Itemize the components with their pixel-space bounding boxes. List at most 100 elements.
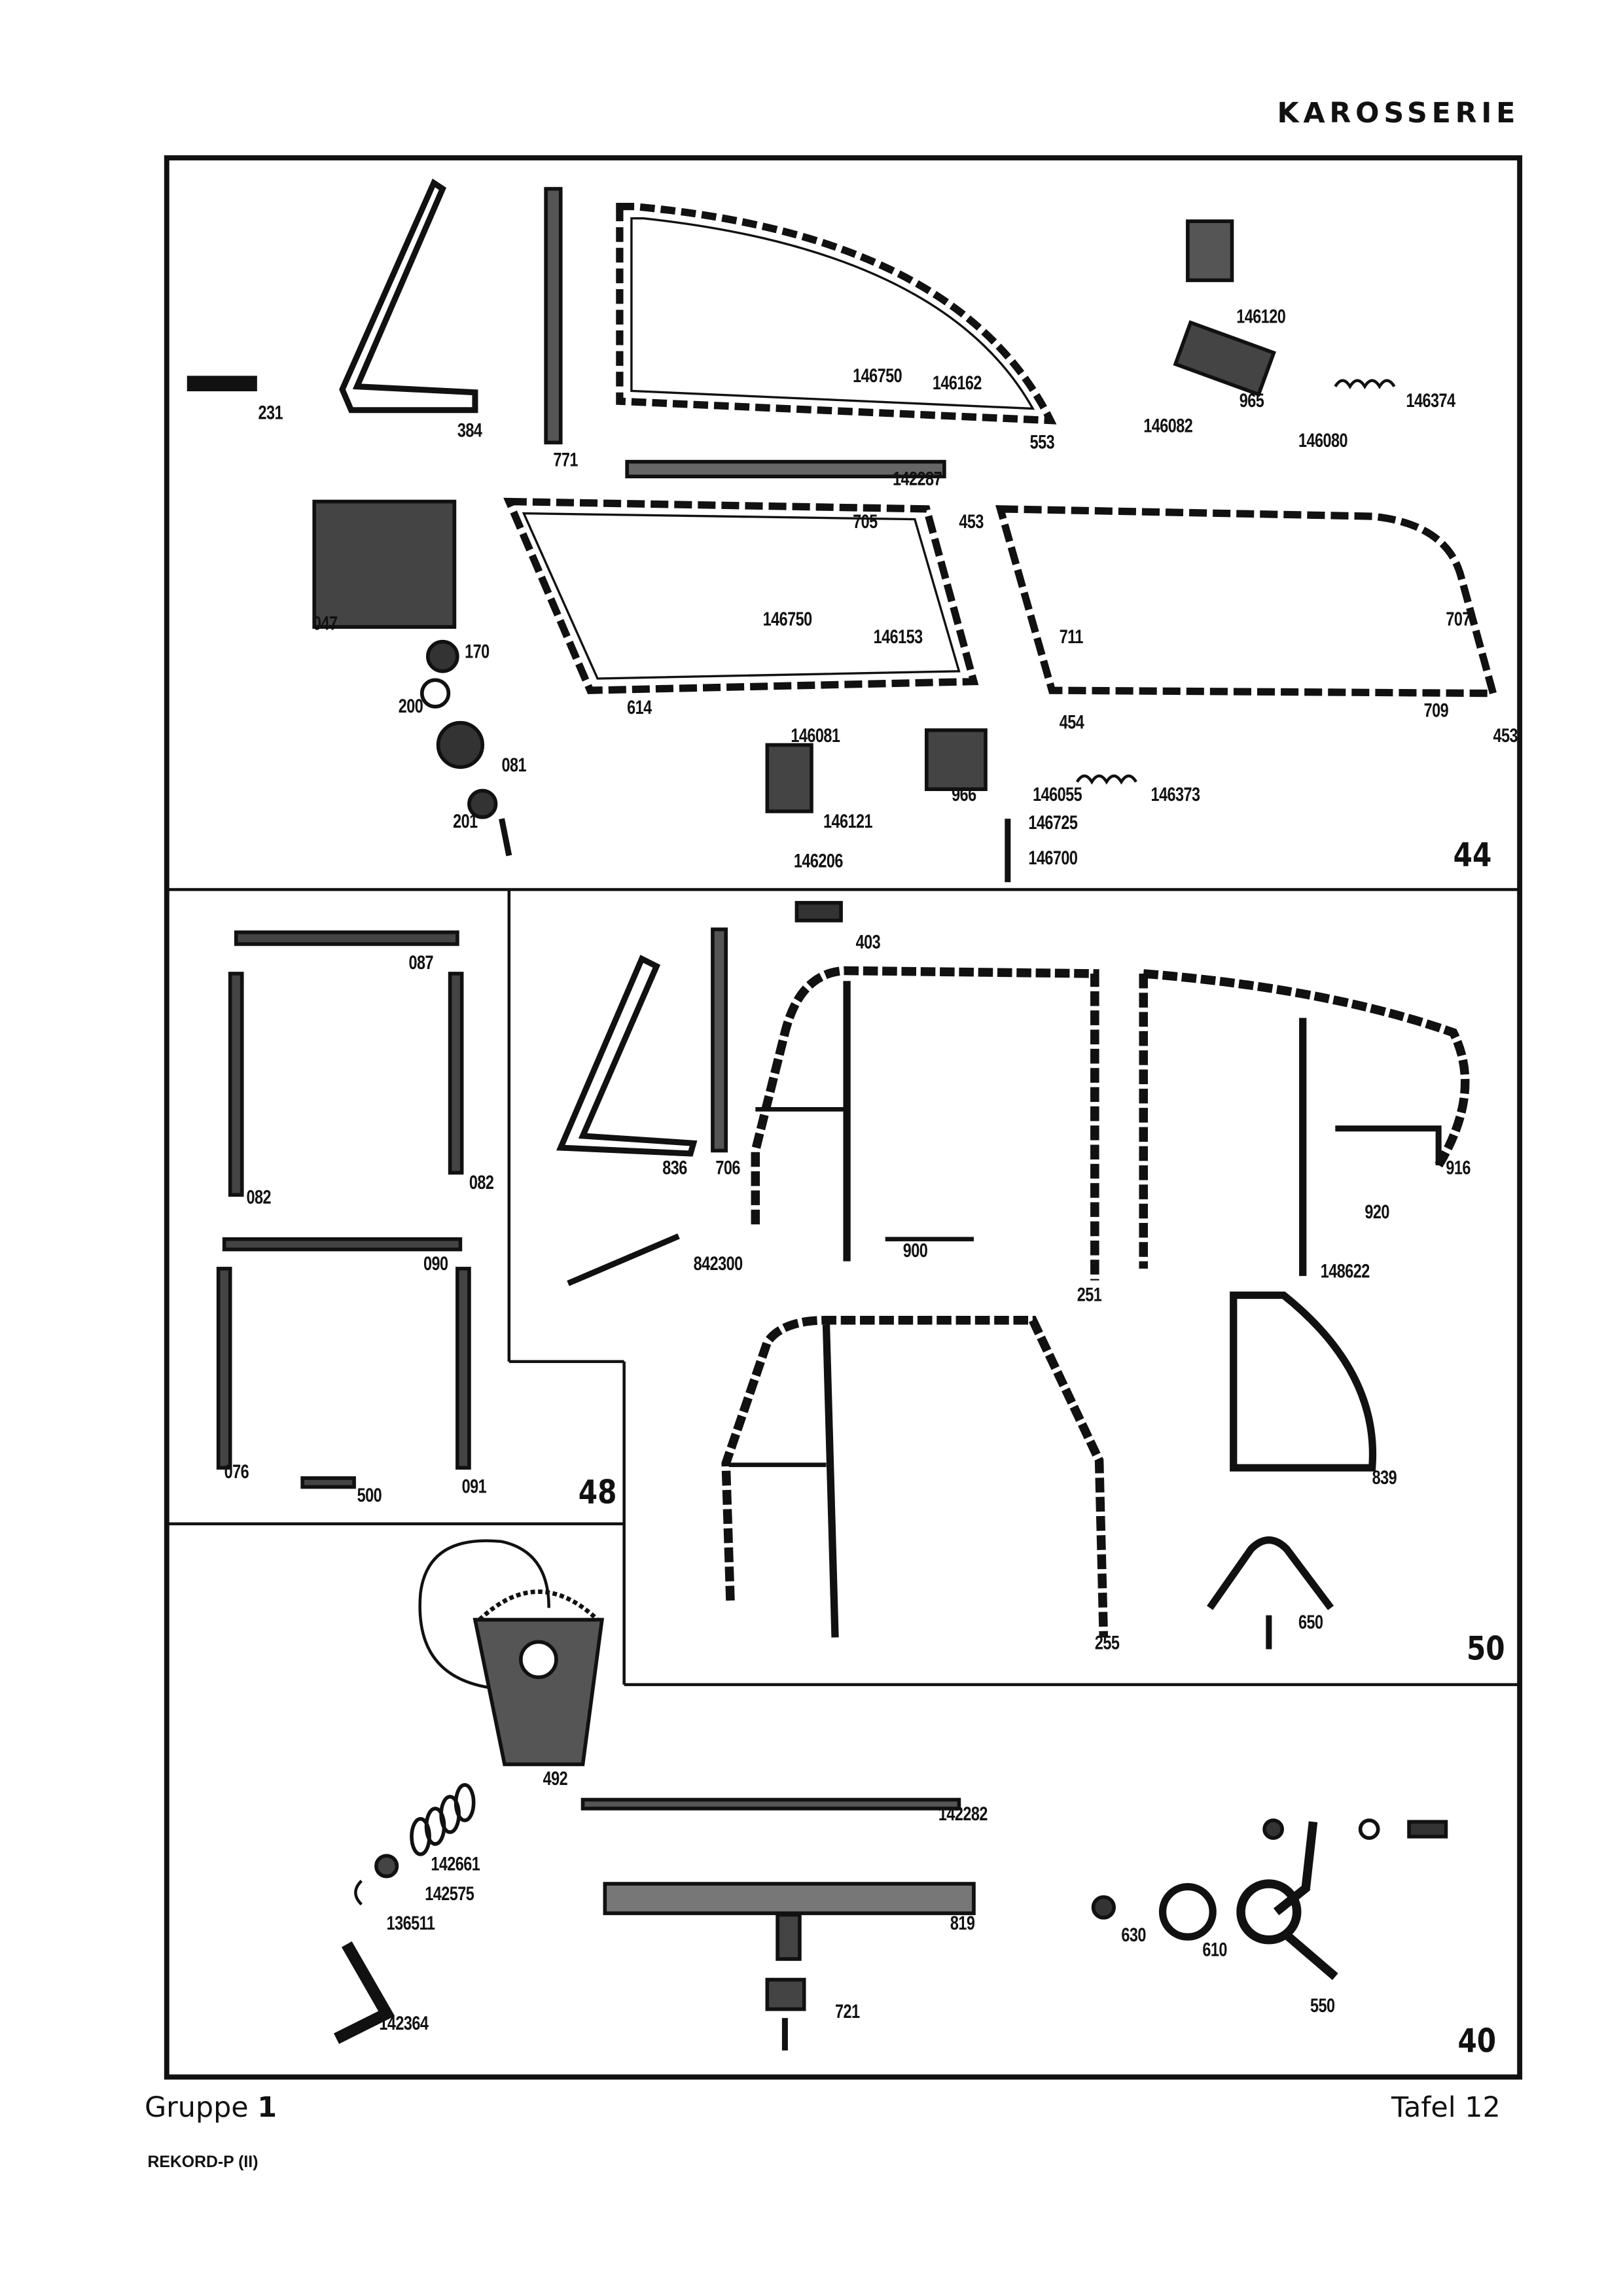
plate-text: Tafel <box>1391 2091 1456 2125</box>
section-number-44: 44 <box>1453 838 1492 875</box>
bracket-650 <box>1207 1536 1334 1610</box>
part-number-label: 453 <box>959 510 984 533</box>
part-number-label: 900 <box>902 1239 928 1262</box>
part-number-label: 142282 <box>938 1802 988 1825</box>
part-number-label: 090 <box>423 1252 448 1275</box>
part-number-label: 146153 <box>873 625 923 648</box>
part-number-label: 047 <box>312 612 338 635</box>
plate-label: Tafel 12 <box>1391 2092 1501 2125</box>
part-number-label: 711 <box>1059 625 1084 648</box>
part-number-label: 146725 <box>1028 811 1078 834</box>
strip-836 <box>556 955 698 1157</box>
part-number-label: 966 <box>952 783 976 805</box>
part-number-label: 146373 <box>1150 783 1201 805</box>
part-number-label: 200 <box>398 694 423 717</box>
crank-142364 <box>333 1941 395 2044</box>
glass-frame-705 <box>503 497 979 694</box>
section-44-parts <box>187 178 1498 883</box>
plate-number: 12 <box>1465 2091 1501 2125</box>
page-frame <box>164 155 1523 2080</box>
part-number-label: 706 <box>715 1156 740 1179</box>
part-number-label: 965 <box>1239 389 1264 412</box>
part-number-label: 705 <box>853 510 878 533</box>
section-48-parts <box>216 930 471 1489</box>
part-number-label: 142661 <box>431 1852 480 1875</box>
quarter-glass-frame-553 <box>616 202 1057 425</box>
part-number-label: 146700 <box>1028 847 1078 869</box>
part-number-label: 721 <box>835 2000 860 2022</box>
bracket-550 <box>1273 1821 1338 1981</box>
part-number-label: 836 <box>662 1156 687 1179</box>
part-number-label: 384 <box>457 419 482 442</box>
part-number-label: 454 <box>1059 711 1084 733</box>
part-number-label: 707 <box>1446 607 1471 630</box>
frame-255 <box>721 1316 1109 1638</box>
part-number-label: 771 <box>553 448 578 471</box>
strip-142282 <box>580 1797 961 1810</box>
part-number-label: 082 <box>469 1171 494 1193</box>
regulator-492 <box>473 1617 605 1767</box>
part-number-label: 500 <box>357 1484 382 1506</box>
part-number-label: 916 <box>1446 1156 1471 1179</box>
part-number-label: 142364 <box>379 2012 429 2034</box>
group-text: Gruppe <box>144 2091 249 2125</box>
part-number-label: 610 <box>1202 1938 1227 1961</box>
part-number-label: 630 <box>1121 1923 1146 1946</box>
regulator-047 <box>312 499 457 629</box>
part-number-label: 650 <box>1298 1610 1323 1633</box>
part-number-label: 146080 <box>1298 429 1348 451</box>
part-number-label: 146121 <box>823 809 873 832</box>
part-number-label: 842300 <box>693 1252 743 1275</box>
part-number-label: 170 <box>465 640 490 663</box>
part-number-label: 251 <box>1077 1283 1102 1306</box>
part-number-label: 201 <box>453 809 478 832</box>
part-number-label: 136511 <box>386 1911 435 1934</box>
part-number-label: 839 <box>1372 1466 1397 1489</box>
frame-251 <box>751 966 1099 1280</box>
part-number-label: 403 <box>855 930 881 953</box>
part-number-label: 255 <box>1094 1631 1120 1654</box>
part-number-label: 146206 <box>793 849 844 872</box>
section-50-parts <box>556 900 1470 1650</box>
model-name: REKORD-P (II) <box>147 2153 259 2172</box>
frame-916 <box>1139 969 1470 1269</box>
hinge-965 <box>1173 320 1276 397</box>
section-number-48: 48 <box>578 1475 617 1512</box>
part-number-label: 819 <box>950 1911 975 1934</box>
glass-frame-707 <box>995 505 1498 698</box>
part-number-label: 087 <box>408 951 434 974</box>
seal-strip-142287 <box>625 459 946 479</box>
part-number-label: 076 <box>224 1460 249 1483</box>
cable <box>418 1539 550 1691</box>
strip-771 <box>544 186 563 445</box>
clip-721 <box>765 1977 806 2011</box>
part-number-label: 453 <box>1493 724 1518 747</box>
part-number-label: 920 <box>1364 1201 1389 1223</box>
section-40-parts <box>333 1539 1448 2051</box>
part-number-label: 081 <box>501 754 527 776</box>
part-number-label: 550 <box>1310 1994 1335 2017</box>
part-number-label: 553 <box>1029 431 1055 453</box>
part-number-label: 231 <box>258 401 283 424</box>
channel-819 <box>603 1882 976 1915</box>
part-number-label: 146750 <box>762 607 813 630</box>
strip-706 <box>711 927 728 1153</box>
part-number-label: 146750 <box>853 364 902 387</box>
page-title: KAROSSERIE <box>1277 97 1520 130</box>
part-number-label: 082 <box>246 1186 272 1209</box>
part-number-label: 614 <box>627 696 652 718</box>
pulley-610 <box>1158 1882 1217 1941</box>
part-number-label: 492 <box>543 1767 568 1790</box>
section-dividers <box>166 888 1520 1686</box>
part-number-label: 142287 <box>892 467 942 490</box>
part-number-label: 142575 <box>425 1882 474 1905</box>
part-number-label: 146162 <box>932 372 982 394</box>
part-number-label: 146082 <box>1143 414 1193 437</box>
group-label: Gruppe 1 <box>145 2092 277 2125</box>
part-number-label: 146055 <box>1033 783 1082 805</box>
section-number-50: 50 <box>1466 1631 1505 1669</box>
part-number-label: 709 <box>1423 699 1449 722</box>
part-number-label: 146120 <box>1236 305 1286 328</box>
